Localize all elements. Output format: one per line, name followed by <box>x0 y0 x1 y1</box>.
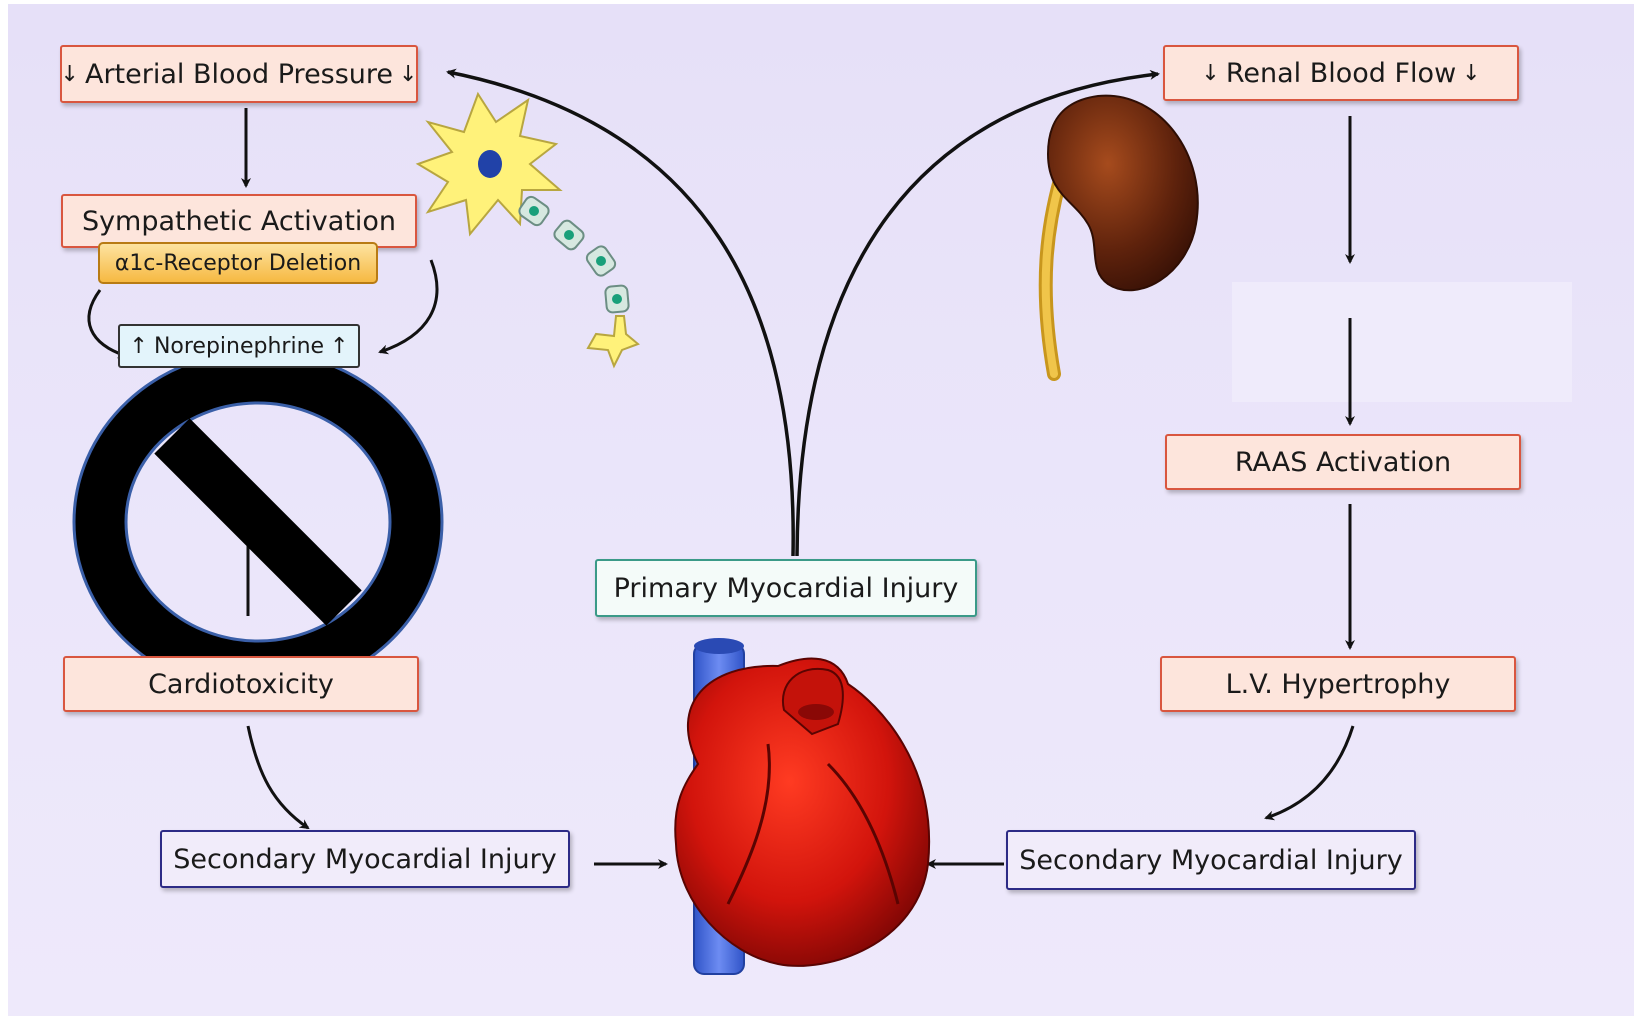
norepinephrine-label: Norepinephrine <box>154 334 324 359</box>
secondary-injury-left-label: Secondary Myocardial Injury <box>173 844 556 875</box>
receptor-deletion-label: α1c-Receptor Deletion <box>115 251 361 276</box>
primary-injury-label: Primary Myocardial Injury <box>614 573 959 604</box>
sympathetic-label: Sympathetic Activation <box>82 206 396 237</box>
lvh-box: L.V. Hypertrophy <box>1160 656 1516 712</box>
arrow-sympathetic-to-ne-right <box>380 260 437 352</box>
lvh-label: L.V. Hypertrophy <box>1226 669 1451 700</box>
up-arrow-icon: ↑ <box>130 334 148 359</box>
arterial-bp-box: ↓ Arterial Blood Pressure ↓ <box>60 45 418 103</box>
kidney-icon <box>1046 96 1198 374</box>
arterial-bp-label: Arterial Blood Pressure <box>85 59 393 90</box>
secondary-injury-right-label: Secondary Myocardial Injury <box>1019 845 1402 876</box>
sympathetic-box: Sympathetic Activation <box>61 194 417 248</box>
norepinephrine-box: ↑ Norepinephrine ↑ <box>118 324 360 368</box>
arrow-cardiotoxicity-to-secondary <box>248 726 308 828</box>
down-arrow-icon: ↓ <box>1201 61 1219 86</box>
renal-flow-box: ↓ Renal Blood Flow ↓ <box>1163 45 1519 101</box>
neuron-icon <box>418 94 638 366</box>
renal-flow-label: Renal Blood Flow <box>1226 58 1456 89</box>
secondary-injury-right-box: Secondary Myocardial Injury <box>1006 830 1416 890</box>
cardiotoxicity-box: Cardiotoxicity <box>63 656 419 712</box>
prohibition-icon <box>74 351 442 693</box>
diagram-canvas: ↓ Arterial Blood Pressure ↓ Sympathetic … <box>8 4 1634 1016</box>
down-arrow-icon: ↓ <box>61 62 79 87</box>
up-arrow-icon: ↑ <box>330 334 348 359</box>
down-arrow-icon: ↓ <box>399 62 417 87</box>
primary-injury-box: Primary Myocardial Injury <box>595 559 977 617</box>
raas-box: RAAS Activation <box>1165 434 1521 490</box>
raas-label: RAAS Activation <box>1235 447 1451 478</box>
down-arrow-icon: ↓ <box>1462 61 1480 86</box>
secondary-injury-left-box: Secondary Myocardial Injury <box>160 830 570 888</box>
heart-icon <box>675 638 929 974</box>
receptor-deletion-box: α1c-Receptor Deletion <box>98 242 378 284</box>
cardiotoxicity-label: Cardiotoxicity <box>148 669 334 700</box>
arrow-lvh-to-secondary <box>1266 726 1353 818</box>
